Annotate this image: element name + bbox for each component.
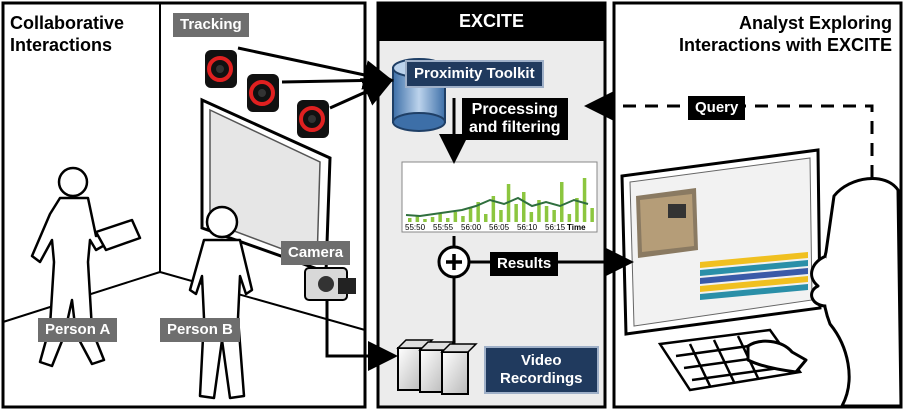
timeline-bar: [453, 212, 458, 222]
timeline-tick-label: 56:05: [489, 223, 510, 232]
monitor-icon: [620, 148, 822, 336]
timeline-tick-label: 56:00: [461, 223, 482, 232]
room-scene: [1, 1, 367, 409]
tracker-icon: [297, 100, 329, 138]
timeline-bar: [560, 182, 564, 222]
timeline-bar: [567, 214, 572, 222]
proximity-toolkit-label: Proximity Toolkit: [405, 60, 544, 88]
timeline-bar: [476, 202, 480, 222]
timeline-bar: [461, 216, 465, 222]
center-panel-title: EXCITE: [458, 11, 524, 31]
timeline-bar: [582, 178, 587, 222]
right-panel-title: Analyst Exploring Interactions with EXCI…: [678, 13, 892, 55]
results-label: Results: [490, 252, 559, 276]
timeline-bar: [537, 200, 541, 222]
tracker-icon: [205, 50, 237, 88]
video-recordings-icon: [396, 339, 478, 395]
analyst-figure: [746, 177, 903, 408]
person-b-label: Person B: [160, 318, 240, 342]
tracker-icon: [247, 74, 279, 112]
timeline-bar: [575, 198, 579, 222]
left-panel-title: Collaborative Interactions: [10, 13, 125, 55]
timeline-bar: [484, 214, 488, 222]
timeline-bar: [468, 208, 473, 222]
timeline-bar: [529, 212, 534, 222]
processing-label: Processing and filtering: [462, 98, 568, 140]
tracking-label: Tracking: [173, 13, 249, 37]
timeline-bar: [446, 218, 450, 222]
timeline-bar: [423, 219, 427, 222]
timeline-tick-label: 56:15: [545, 223, 566, 232]
timeline-tick-label: 55:55: [433, 223, 454, 232]
timeline-bar: [544, 206, 549, 222]
timeline-bar: [415, 216, 420, 222]
timeline-axis-label: Time: [567, 223, 586, 232]
timeline-bar: [552, 210, 556, 222]
timeline-bar: [522, 192, 526, 222]
camera-label: Camera: [281, 241, 351, 265]
timeline-bar: [499, 210, 503, 222]
timeline-tick-label: 55:50: [405, 223, 426, 232]
timeline-bar: [438, 214, 442, 222]
timeline-bar: [430, 217, 435, 222]
timeline-bar: [514, 204, 518, 222]
timeline-bar: [408, 218, 412, 222]
video-recordings-label: Video Recordings: [484, 346, 599, 394]
camera-icon: [304, 267, 356, 301]
timeline-tick-label: 56:10: [517, 223, 538, 232]
timeline-bar: [590, 208, 594, 222]
person-a-label: Person A: [38, 318, 118, 342]
timeline-bar: [491, 196, 496, 222]
query-label: Query: [688, 96, 746, 120]
combine-plus-icon: [437, 245, 471, 279]
timeline-trend-line: [405, 196, 589, 218]
